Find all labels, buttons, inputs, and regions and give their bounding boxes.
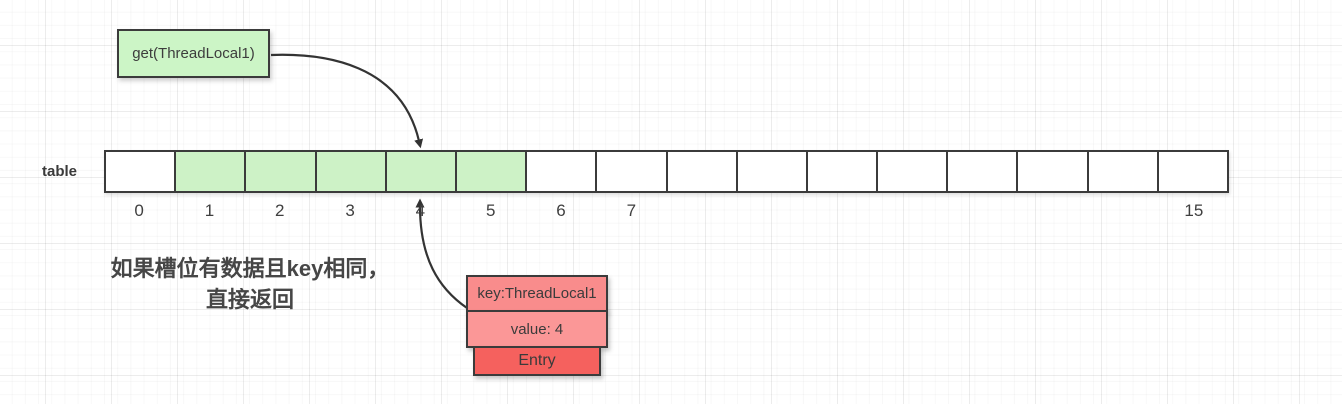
table-index-label: 5 [485,201,496,220]
note-line-2: 直接返回 [205,287,294,312]
table-cell [735,150,808,193]
entry-key-box: key:ThreadLocal1 [466,275,608,312]
table-index-label: 2 [275,201,285,220]
entry-value-box: value: 4 [466,310,608,348]
table-index-label: 0 [134,201,144,220]
table-index-label: 6 [556,201,566,220]
table-index-label [877,201,947,223]
table-index-label: 4 [415,201,426,220]
table-index-label [1018,201,1088,223]
table-cell [314,150,387,193]
get-call-label: get(ThreadLocal1) [132,45,255,62]
table-cell [244,150,317,193]
table-cell [1156,150,1229,193]
table-cell [595,150,668,193]
table-index-label: 3 [345,201,355,220]
table-cell [104,150,177,193]
table-index-label: 15 [1184,201,1204,220]
table-index-label [737,201,807,223]
get-call-box: get(ThreadLocal1) [117,29,270,78]
table-cell [525,150,598,193]
table-cell [1016,150,1089,193]
table-index-label [1088,201,1158,223]
table-cells [104,150,1229,193]
table-index-labels: 0 1 2 3 4 5 6 7 15 [104,201,1229,223]
table-label: table [42,163,78,180]
entry-key-label: key:ThreadLocal1 [477,285,597,302]
arrow-get-to-slot4 [270,53,424,149]
table-index-label [667,201,737,223]
table-cell [174,150,247,193]
table-cell [1086,150,1159,193]
table-index-label: 1 [204,201,215,220]
table-cell [384,150,457,193]
entry-title-label: Entry [518,352,556,369]
entry-title-box: Entry [473,346,601,376]
table-cell [665,150,738,193]
entry-stack: key:ThreadLocal1 value: 4 Entry [466,275,608,376]
table-cell [876,150,949,193]
table-index-label: 7 [626,201,637,220]
table-index-label [948,201,1018,223]
entry-value-label: value: 4 [510,320,564,338]
note-line-1: 如果槽位有数据且key相同， [110,256,390,281]
table-cell [946,150,1019,193]
table-cell [454,150,528,193]
table-index-label [807,201,877,223]
note-text: 如果槽位有数据且key相同， 直接返回 [95,253,405,315]
table-cell [805,150,879,193]
